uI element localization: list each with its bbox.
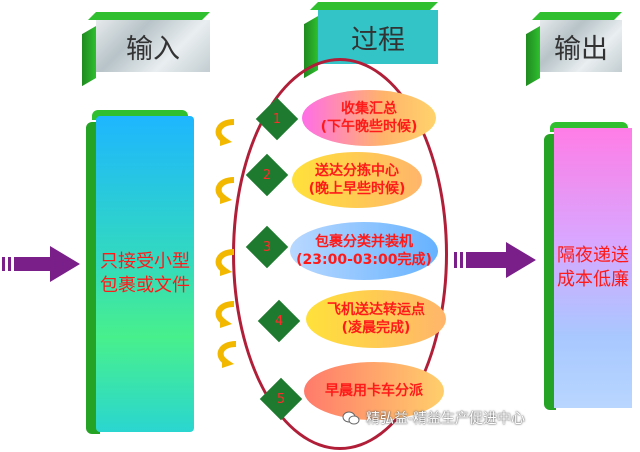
- step-1: 收集汇总 (下午晚些时候): [302, 90, 436, 146]
- step-5-title: 早晨用卡车分派: [325, 383, 423, 399]
- step-4-title: 飞机送达转运点: [327, 302, 425, 318]
- step-5: 早晨用卡车分派: [304, 362, 444, 420]
- watermark: 精弘益-精益生产促进中心: [342, 408, 525, 428]
- step-4-detail: (凌晨完成): [341, 320, 411, 336]
- input-box-line2: 包裹或文件: [100, 275, 190, 296]
- watermark-text: 精弘益-精益生产促进中心: [366, 411, 526, 427]
- header-process: 过程: [304, 2, 438, 79]
- curl-arrow-icon: [215, 301, 235, 328]
- step-5-number: 5: [276, 391, 286, 407]
- step-3: 包裹分类并装机 (23:00-03:00完成): [290, 222, 438, 280]
- step-3-title: 包裹分类并装机: [315, 234, 413, 250]
- step-1-badge: 1: [255, 97, 299, 141]
- input-arrow: [2, 246, 80, 282]
- step-3-badge: 3: [245, 225, 289, 269]
- input-box: 只接受小型 包裹或文件: [96, 116, 194, 432]
- curl-arrow-icon: [215, 119, 235, 146]
- output-box-side: [544, 134, 556, 410]
- step-2-number: 2: [262, 167, 272, 183]
- output-box-line1: 隔夜递送: [557, 245, 629, 266]
- step-2: 送达分拣中心 (晚上早些时候): [292, 152, 422, 208]
- step-2-title: 送达分拣中心: [315, 163, 399, 179]
- wechat-icon: [342, 411, 360, 425]
- step-4-number: 4: [274, 313, 284, 329]
- curl-arrow-icon: [215, 249, 235, 276]
- step-3-detail: (23:00-03:00完成): [296, 252, 432, 268]
- curl-arrow-icon: [217, 341, 237, 368]
- header-output-label: 输出: [554, 33, 608, 65]
- step-4: 飞机送达转运点 (凌晨完成): [306, 290, 446, 348]
- step-4-badge: 4: [257, 299, 301, 343]
- output-arrow: [454, 242, 536, 278]
- header-process-label: 过程: [351, 24, 405, 56]
- step-1-number: 1: [272, 111, 282, 127]
- input-box-top: [92, 110, 188, 120]
- curl-arrow-icon: [215, 177, 235, 204]
- output-box-line2: 成本低廉: [557, 269, 629, 290]
- step-2-detail: (晚上早些时候): [308, 181, 406, 197]
- step-1-title: 收集汇总: [341, 101, 397, 117]
- step-3-number: 3: [262, 239, 272, 255]
- output-box: 隔夜递送 成本低廉: [554, 128, 632, 408]
- header-input-label: 输入: [126, 33, 180, 65]
- output-box-top: [550, 122, 628, 132]
- header-input: 输入: [82, 12, 210, 87]
- input-box-line1: 只接受小型: [100, 251, 190, 272]
- header-output: 输出: [526, 12, 622, 87]
- step-5-badge: 5: [259, 377, 303, 421]
- step-1-detail: (下午晚些时候): [320, 119, 418, 135]
- step-2-badge: 2: [245, 153, 289, 197]
